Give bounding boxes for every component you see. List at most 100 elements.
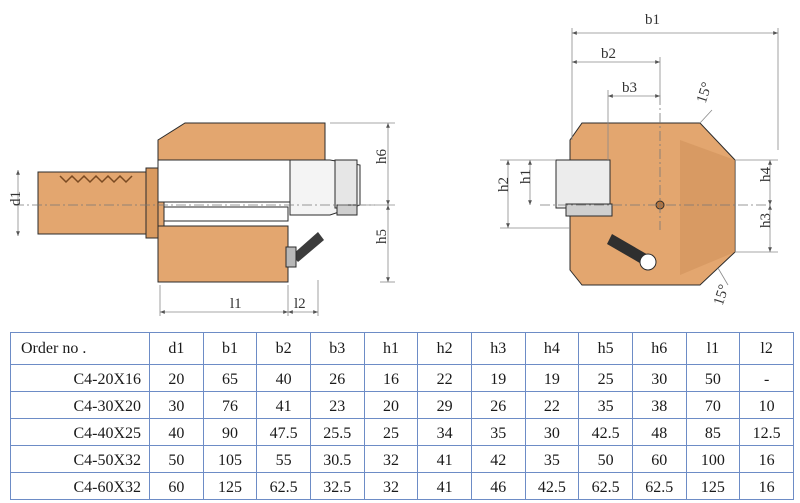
table-cell: 30.5	[309, 445, 365, 473]
header-h2: h2	[417, 332, 472, 365]
table-cell: 29	[417, 391, 472, 419]
table-cell: 35	[578, 391, 633, 419]
table-cell: 48	[631, 418, 687, 446]
header-l2: l2	[739, 332, 794, 365]
table-cell: 26	[309, 364, 365, 392]
table-cell: 30	[524, 418, 580, 446]
front-body-shade	[680, 140, 735, 275]
label-angle-bottom: 15°	[711, 283, 733, 308]
table-cell: 41	[417, 472, 472, 500]
table-cell: 60	[149, 472, 204, 500]
table-cell: 22	[524, 391, 580, 419]
coolant-nozzle	[607, 234, 650, 266]
thread-pattern	[59, 174, 133, 184]
table-cell: 100	[685, 445, 741, 473]
table-cell: 16	[363, 364, 419, 392]
order-number-cell: C4-40X25	[10, 418, 150, 446]
table-cell: 32.5	[309, 472, 365, 500]
table-cell: 55	[256, 445, 311, 473]
table-cell: 50	[685, 364, 741, 392]
label-h5: h5	[374, 229, 390, 244]
side-view: d1 h6 h5 l1 l2	[8, 122, 395, 316]
table-cell: -	[739, 364, 794, 392]
header-d1: d1	[149, 332, 204, 365]
order-number-cell: C4-60X32	[10, 472, 150, 500]
label-b1: b1	[645, 12, 660, 28]
header-h5: h5	[578, 332, 633, 365]
table-cell: 30	[149, 391, 204, 419]
order-number-cell: C4-50X32	[10, 445, 150, 473]
label-d1: d1	[8, 191, 24, 206]
header-l1: l1	[685, 332, 741, 365]
table-cell: 19	[470, 364, 526, 392]
table-cell: 50	[149, 445, 204, 473]
lower-body	[157, 225, 289, 283]
table-cell: 70	[685, 391, 741, 419]
table-cell: 20	[363, 391, 419, 419]
order-number-cell: C4-20X16	[10, 364, 150, 392]
label-b3: b3	[622, 80, 637, 96]
label-b2: b2	[601, 46, 616, 62]
label-angle-top: 15°	[694, 80, 716, 105]
table-cell: 42.5	[578, 418, 633, 446]
order-number-cell: C4-30X20	[10, 391, 150, 419]
shank	[37, 171, 149, 235]
table-cell: 40	[149, 418, 204, 446]
label-h1: h1	[518, 169, 534, 184]
table-cell: 46	[470, 472, 526, 500]
table-cell: 42.5	[524, 472, 580, 500]
header-h6: h6	[631, 332, 687, 365]
header-h1: h1	[363, 332, 419, 365]
table-cell: 35	[524, 445, 580, 473]
table-cell: 25	[578, 364, 633, 392]
header-h4: h4	[524, 332, 580, 365]
table-cell: 90	[202, 418, 258, 446]
table-cell: 125	[685, 472, 741, 500]
header-b2: b2	[256, 332, 311, 365]
spec-table: Order no . d1 b1 b2 b3 h1 h2 h3 h4 h5 h6…	[10, 332, 794, 500]
table-cell: 62.5	[256, 472, 311, 500]
table-cell: 35	[470, 418, 526, 446]
label-h3: h3	[758, 213, 774, 228]
table-cell: 41	[256, 391, 311, 419]
label-l2: l2	[294, 296, 306, 312]
table-cell: 85	[685, 418, 741, 446]
table-cell: 16	[739, 445, 794, 473]
table-cell: 62.5	[631, 472, 687, 500]
table-cell: 76	[202, 391, 258, 419]
table-cell: 12.5	[739, 418, 794, 446]
label-h2: h2	[496, 177, 512, 192]
header-order-no: Order no .	[10, 332, 150, 365]
table-cell: 60	[631, 445, 687, 473]
table-cell: 62.5	[578, 472, 633, 500]
table-cell: 22	[417, 364, 472, 392]
label-l1: l1	[230, 296, 242, 312]
table-header-row: Order no . d1 b1 b2 b3 h1 h2 h3 h4 h5 h6…	[10, 332, 794, 365]
header-h3: h3	[470, 332, 526, 365]
table-cell: 30	[631, 364, 687, 392]
table-cell: 34	[417, 418, 472, 446]
table-cell: 25	[363, 418, 419, 446]
table-cell: 19	[524, 364, 580, 392]
table-cell: 65	[202, 364, 258, 392]
table-cell: 23	[309, 391, 365, 419]
table-cell: 32	[363, 472, 419, 500]
table-cell: 25.5	[309, 418, 365, 446]
upper-body	[157, 122, 326, 161]
table-cell: 16	[739, 472, 794, 500]
technical-drawing: d1 h6 h5 l1 l2 b1 b2 b3	[8, 12, 779, 316]
table-cell: 41	[417, 445, 472, 473]
table-cell: 42	[470, 445, 526, 473]
label-h6: h6	[374, 149, 390, 165]
label-h4: h4	[758, 167, 774, 183]
table-cell: 26	[470, 391, 526, 419]
table-cell: 47.5	[256, 418, 311, 446]
table-cell: 20	[149, 364, 204, 392]
front-view: b1 b2 b3 15° h1 h2 h4 h3 15°	[496, 12, 779, 308]
header-b1: b1	[202, 332, 258, 365]
